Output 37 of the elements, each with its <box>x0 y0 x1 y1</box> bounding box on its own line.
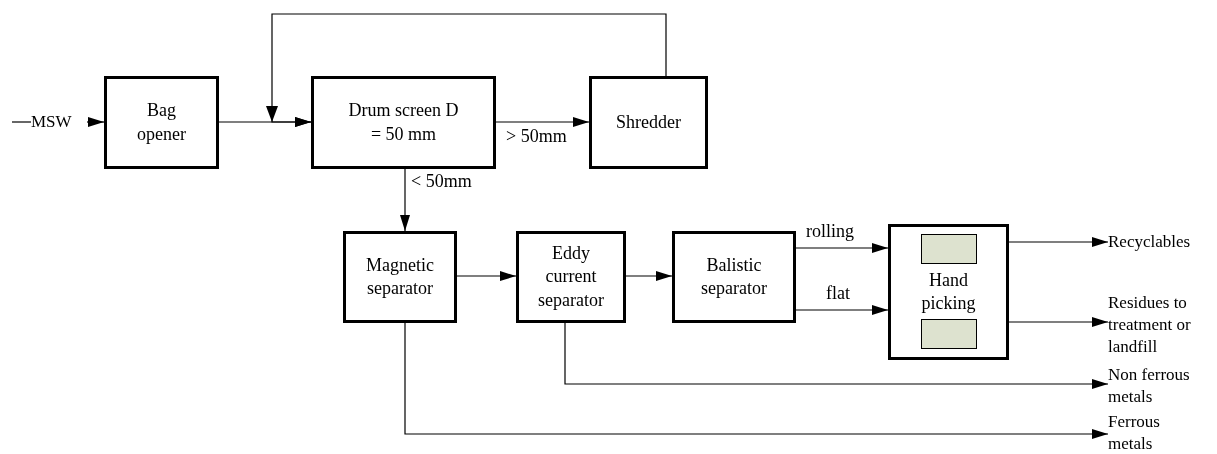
box-label: Bag opener <box>136 99 187 146</box>
process-box <box>343 231 457 323</box>
box-label: Hand picking <box>920 268 977 315</box>
arrow <box>86 117 105 127</box>
arrow <box>795 243 889 253</box>
arrow <box>564 322 1109 389</box>
edge-label: flat <box>826 283 850 305</box>
arrow <box>625 271 673 281</box>
arrow <box>400 168 410 232</box>
box-label: Magnetic separator <box>365 253 435 300</box>
tray-box <box>921 319 977 349</box>
process-box <box>104 76 219 169</box>
arrow <box>1008 237 1109 247</box>
edge-label: < 50mm <box>411 171 472 193</box>
process-box <box>589 76 708 169</box>
arrow <box>795 305 889 315</box>
process-box <box>311 76 496 169</box>
arrow <box>266 13 667 127</box>
edge-label: > 50mm <box>506 126 567 148</box>
box-label: Eddy current separator <box>537 241 605 312</box>
tray-box <box>921 234 977 264</box>
process-box <box>672 231 796 323</box>
input-label: MSW <box>31 110 87 134</box>
arrow <box>456 271 517 281</box>
process-box <box>516 231 626 323</box>
output-label: Ferrous metals <box>1108 412 1198 454</box>
edge-label: rolling <box>806 221 854 243</box>
process-box <box>888 224 1009 360</box>
box-label: Balistic separator <box>700 253 768 300</box>
arrow <box>404 322 1109 439</box>
output-label: Residues to treatment or landfill <box>1108 290 1217 360</box>
box-label: Shredder <box>616 110 681 134</box>
box-label: Drum screen D = 50 mm <box>348 99 459 146</box>
arrow <box>1008 317 1109 327</box>
output-label: Non ferrous metals <box>1108 362 1217 410</box>
arrow <box>495 117 590 127</box>
output-label: Recyclables <box>1108 230 1216 254</box>
